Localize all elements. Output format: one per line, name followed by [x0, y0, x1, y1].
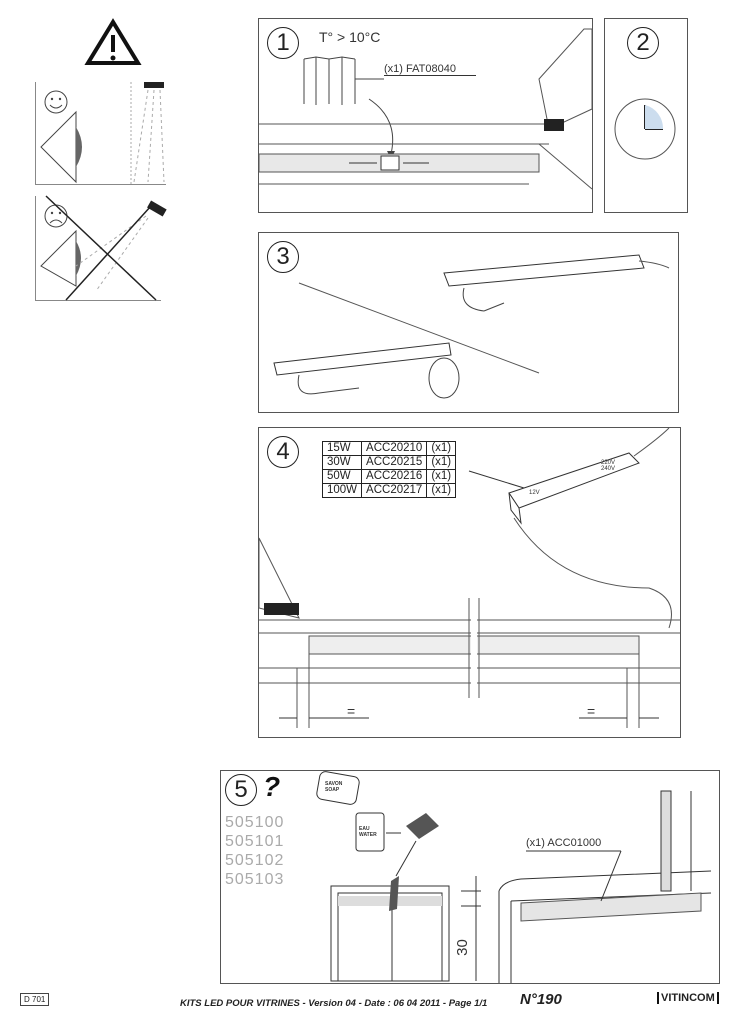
step-2-panel: 2 [604, 18, 688, 213]
product-codes: 505100 505101 505102 505103 [225, 813, 284, 889]
document-code: D 701 [20, 993, 50, 1006]
transformer-input-voltage: 220V 240V [601, 460, 616, 472]
qty: (x1) [426, 441, 457, 456]
document-number: N°190 [520, 991, 562, 1008]
power: 30W [321, 455, 363, 470]
power: 50W [321, 469, 363, 484]
clock-icon [614, 98, 676, 160]
product-code: 505102 [225, 852, 285, 869]
part-reference: (x1) ACC01000 [526, 837, 602, 849]
transformer-output-voltage: 12V [529, 490, 540, 496]
transformer-diagram [258, 427, 680, 728]
dimension-label: 30 [453, 939, 471, 956]
step-5-panel: 5 ? 505100 505101 505102 505103 SAVON SO… [220, 770, 720, 984]
step-number: 5 [225, 774, 257, 806]
question-mark: ? [263, 771, 281, 802]
equal-spacing-left: = [347, 703, 356, 719]
step-1-panel: 1 T° > 10°C (x1) FAT08040 [258, 18, 593, 213]
step-number: 1 [267, 27, 299, 59]
qty: (x1) [426, 483, 457, 498]
step-number: 4 [267, 436, 299, 468]
step-3-panel: 3 [258, 232, 679, 413]
step-number: 3 [267, 241, 299, 273]
product-code: 505100 [225, 814, 285, 831]
ref: ACC20210 [361, 441, 428, 456]
power: 100W [321, 483, 363, 498]
product-code: 505101 [225, 833, 285, 850]
brand-logo: VITINCOM [657, 992, 719, 1004]
qty: (x1) [426, 469, 457, 484]
bad-lighting-diagram [35, 195, 167, 301]
ref: ACC20217 [361, 483, 428, 498]
water-label: EAU WATER [359, 826, 377, 838]
good-lighting-diagram [35, 82, 166, 185]
ref: ACC20216 [361, 469, 428, 484]
equal-spacing-right: = [587, 703, 596, 719]
soap-label: SAVON SOAP [325, 781, 343, 793]
document-title: KITS LED POUR VITRINES - Version 04 - Da… [180, 998, 488, 1009]
part-reference: (x1) FAT08040 [384, 63, 476, 76]
temperature-requirement: T° > 10°C [319, 29, 381, 45]
step-number: 2 [627, 27, 659, 59]
product-code: 505103 [225, 871, 285, 888]
warning-triangle-icon [84, 18, 142, 65]
